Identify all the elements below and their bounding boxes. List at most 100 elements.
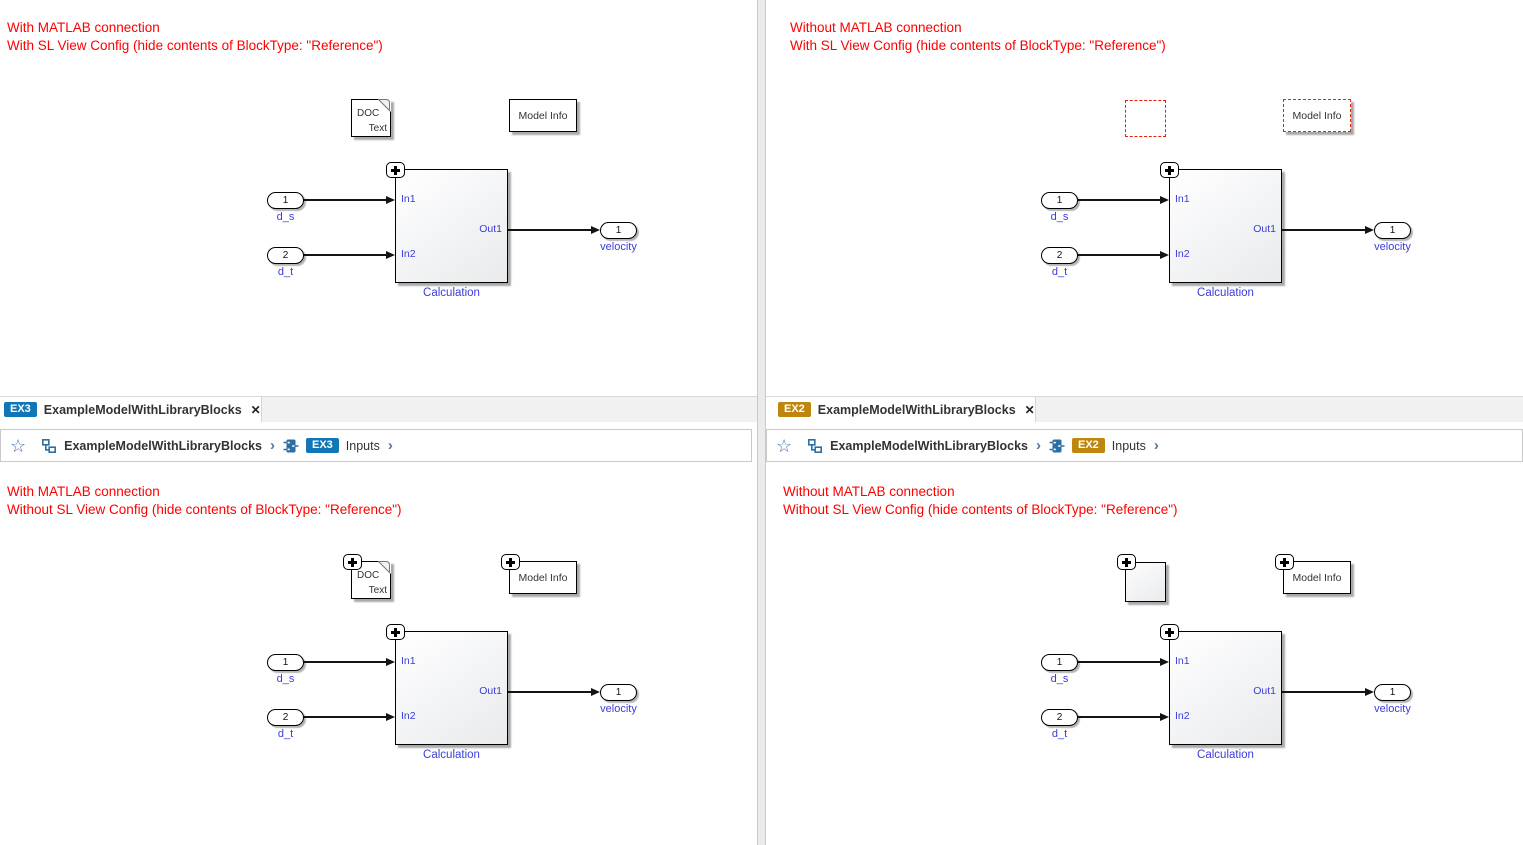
breadcrumb-subsystem[interactable]: Inputs: [1111, 438, 1146, 453]
signal-line[interactable]: [304, 199, 386, 201]
expand-subsystem-badge[interactable]: [386, 162, 405, 178]
model-canvas-bottom-left[interactable]: With MATLAB connection Without SL View C…: [0, 462, 757, 845]
outport-number: 1: [615, 687, 622, 698]
page-fold-icon: [378, 561, 391, 574]
signal-line[interactable]: [1282, 229, 1365, 231]
model-info-block[interactable]: Model Info: [1283, 561, 1351, 594]
outport-number: 1: [1389, 225, 1396, 236]
arrowhead-icon: [386, 713, 395, 721]
tab-strip: EX2 ExampleModelWithLibraryBlocks ✕: [766, 396, 1523, 422]
inport-block-2[interactable]: 2: [1041, 709, 1078, 726]
chevron-right-icon[interactable]: ›: [270, 437, 275, 454]
outport-block[interactable]: 1: [600, 684, 637, 701]
subsystem-block[interactable]: In1 In2 Out1: [395, 169, 508, 283]
inport-block-1[interactable]: 1: [1041, 654, 1078, 671]
block-diagram: Model Info 1 d_s 2 d_t In1 In2 Out1 Calc…: [774, 0, 1523, 396]
annotation: With MATLAB connection With SL View Conf…: [7, 19, 383, 54]
tab-example-model-ex2[interactable]: EX2 ExampleModelWithLibraryBlocks ✕: [766, 397, 1036, 422]
inport-block-2[interactable]: 2: [267, 247, 304, 264]
block-diagram: DOC Text Model Info 1 d_s 2 d_t In1 In2 …: [0, 462, 757, 845]
chevron-right-icon[interactable]: ›: [1153, 437, 1159, 454]
inport-number: 2: [282, 712, 289, 723]
inport-block-2[interactable]: 2: [267, 709, 304, 726]
model-info-block[interactable]: Model Info: [509, 99, 577, 132]
signal-line[interactable]: [508, 691, 591, 693]
plus-icon: [348, 557, 357, 567]
arrowhead-icon: [591, 226, 600, 234]
chevron-right-icon[interactable]: ›: [1036, 437, 1041, 454]
plus-icon: [1165, 627, 1174, 637]
bookmark-star-icon[interactable]: ☆: [10, 435, 27, 456]
port-label: In2: [401, 248, 416, 260]
inport-number: 1: [1056, 195, 1063, 206]
outport-block[interactable]: 1: [1374, 684, 1411, 701]
signal-line[interactable]: [1078, 661, 1160, 663]
close-icon[interactable]: ✕: [250, 402, 261, 417]
inport-block-2[interactable]: 2: [1041, 247, 1078, 264]
inport-block-1[interactable]: 1: [1041, 192, 1078, 209]
expand-subsystem-badge[interactable]: [386, 624, 405, 640]
doc-text-block[interactable]: DOC Text: [351, 99, 391, 137]
subsystem-block[interactable]: In1 In2 Out1: [1169, 169, 1282, 283]
model-info-block[interactable]: Model Info: [1283, 99, 1351, 132]
signal-line[interactable]: [1078, 254, 1160, 256]
tab-title: ExampleModelWithLibraryBlocks: [817, 402, 1016, 417]
port-label: Out1: [1253, 685, 1276, 697]
signal-line[interactable]: [1282, 691, 1365, 693]
outport-block[interactable]: 1: [600, 222, 637, 239]
inport-name-label: d_t: [277, 728, 294, 740]
tab-example-model-ex3[interactable]: EX3 ExampleModelWithLibraryBlocks ✕: [0, 397, 262, 422]
model-info-block[interactable]: Model Info: [509, 561, 577, 594]
breadcrumb-model[interactable]: ExampleModelWithLibraryBlocks: [830, 438, 1028, 453]
pane-splitter[interactable]: [757, 0, 766, 845]
hidden-reference-block[interactable]: [1125, 100, 1166, 137]
block-diagram: DOC Text Model Info 1 d_s 2 d_t In1 In2 …: [0, 0, 757, 396]
close-icon[interactable]: ✕: [1024, 402, 1035, 417]
pane-right: Without MATLAB connection With SL View C…: [766, 0, 1523, 845]
expand-model-info-badge[interactable]: [1275, 554, 1294, 570]
subsystem-block[interactable]: In1 In2 Out1: [1169, 631, 1282, 745]
inport-block-1[interactable]: 1: [267, 192, 304, 209]
signal-line[interactable]: [304, 254, 386, 256]
outport-name-label: velocity: [600, 241, 637, 253]
inport-number: 2: [1056, 250, 1063, 261]
inport-name-label: d_s: [276, 673, 295, 685]
model-canvas-bottom-right[interactable]: Without MATLAB connection Without SL Vie…: [766, 462, 1523, 845]
expand-model-info-badge[interactable]: [501, 554, 520, 570]
pane-left: With MATLAB connection With SL View Conf…: [0, 0, 757, 845]
signal-line[interactable]: [304, 661, 386, 663]
model-info-label: Model Info: [1292, 571, 1342, 584]
outport-number: 1: [615, 225, 622, 236]
annotation-line: Without SL View Config (hide contents of…: [783, 501, 1178, 517]
expand-reference-badge[interactable]: [1117, 554, 1136, 570]
inport-name-label: d_t: [1051, 728, 1068, 740]
arrowhead-icon: [1160, 713, 1169, 721]
port-label: In1: [401, 655, 416, 667]
expand-subsystem-badge[interactable]: [1160, 624, 1179, 640]
signal-line[interactable]: [1078, 716, 1160, 718]
signal-line[interactable]: [508, 229, 591, 231]
plus-icon: [1165, 165, 1174, 175]
expand-doc-badge[interactable]: [343, 554, 362, 570]
expand-subsystem-badge[interactable]: [1160, 162, 1179, 178]
annotation: With MATLAB connection Without SL View C…: [7, 483, 402, 518]
breadcrumb: ☆ ExampleModelWithLibraryBlocks › EX3 In…: [0, 429, 752, 462]
model-canvas-top-left[interactable]: With MATLAB connection With SL View Conf…: [0, 0, 757, 396]
chevron-right-icon[interactable]: ›: [387, 437, 393, 454]
doc-block-subtitle: Text: [368, 585, 387, 596]
tab-badge: EX2: [778, 401, 811, 418]
model-info-label: Model Info: [1292, 109, 1342, 122]
model-canvas-top-right[interactable]: Without MATLAB connection With SL View C…: [766, 0, 1523, 396]
signal-line[interactable]: [304, 716, 386, 718]
breadcrumb-model[interactable]: ExampleModelWithLibraryBlocks: [64, 438, 262, 453]
breadcrumb-subsystem[interactable]: Inputs: [345, 438, 380, 453]
port-label: In2: [1175, 248, 1190, 260]
bookmark-star-icon[interactable]: ☆: [776, 435, 793, 456]
subsystem-block[interactable]: In1 In2 Out1: [395, 631, 508, 745]
outport-name-label: velocity: [600, 703, 637, 715]
outport-block[interactable]: 1: [1374, 222, 1411, 239]
signal-line[interactable]: [1078, 199, 1160, 201]
inport-block-1[interactable]: 1: [267, 654, 304, 671]
doc-block-subtitle: Text: [368, 123, 387, 134]
plus-icon: [391, 165, 400, 175]
